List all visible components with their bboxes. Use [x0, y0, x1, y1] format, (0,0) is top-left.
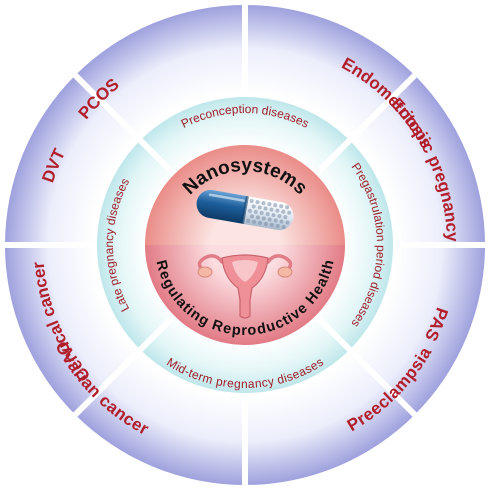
outer-ring-divider [347, 347, 418, 418]
outer-ring-divider [72, 347, 143, 418]
capsule-bead [253, 209, 258, 214]
uterus-icon [197, 254, 293, 319]
capsule-bead [283, 215, 288, 220]
capsule-bead [263, 221, 268, 226]
capsule-bead [275, 208, 280, 213]
capsule-bead [285, 205, 290, 210]
capsule-bead [277, 214, 282, 219]
middle-ring-divider [137, 313, 177, 353]
capsule-bead [271, 213, 276, 218]
capsule-bead [267, 202, 272, 207]
capsule-bead [279, 204, 284, 209]
capsule-bead [258, 220, 263, 225]
capsule-icon [196, 189, 294, 231]
middle-ring-divider [313, 137, 353, 177]
capsule-bead [249, 199, 254, 204]
capsule-bead [267, 217, 272, 222]
capsule-bead [250, 214, 255, 219]
capsule-bead [255, 200, 260, 205]
middle-ring-dividers [137, 137, 353, 353]
capsule-bead [279, 219, 284, 224]
outer-ring-dividers [4, 4, 486, 486]
capsule-bead [273, 203, 278, 208]
middle-ring-divider [137, 137, 177, 177]
capsule-bead [275, 223, 280, 228]
capsule-bead [269, 222, 274, 227]
outer-ring-divider [347, 72, 418, 143]
capsule-bead [247, 208, 252, 213]
capsule-bead [265, 211, 270, 216]
capsule-bead [281, 224, 286, 229]
capsule-bead [273, 218, 278, 223]
capsule-bead [246, 218, 251, 223]
capsule-bead [285, 220, 290, 225]
capsule-bead [261, 216, 266, 221]
center-top-half [145, 145, 345, 245]
capsule-bead [281, 209, 286, 214]
capsule-bead [255, 215, 260, 220]
capsule-bead [252, 219, 257, 224]
middle-ring-divider [313, 313, 353, 353]
capsule-bead [259, 210, 264, 215]
capsule-bead [251, 204, 256, 209]
capsule-bead [261, 201, 266, 206]
capsule-bead [287, 210, 292, 215]
outer-ring-divider [72, 72, 143, 143]
capsule-bead [263, 206, 268, 211]
capsule-bead [257, 205, 262, 210]
capsule-bead [269, 207, 274, 212]
